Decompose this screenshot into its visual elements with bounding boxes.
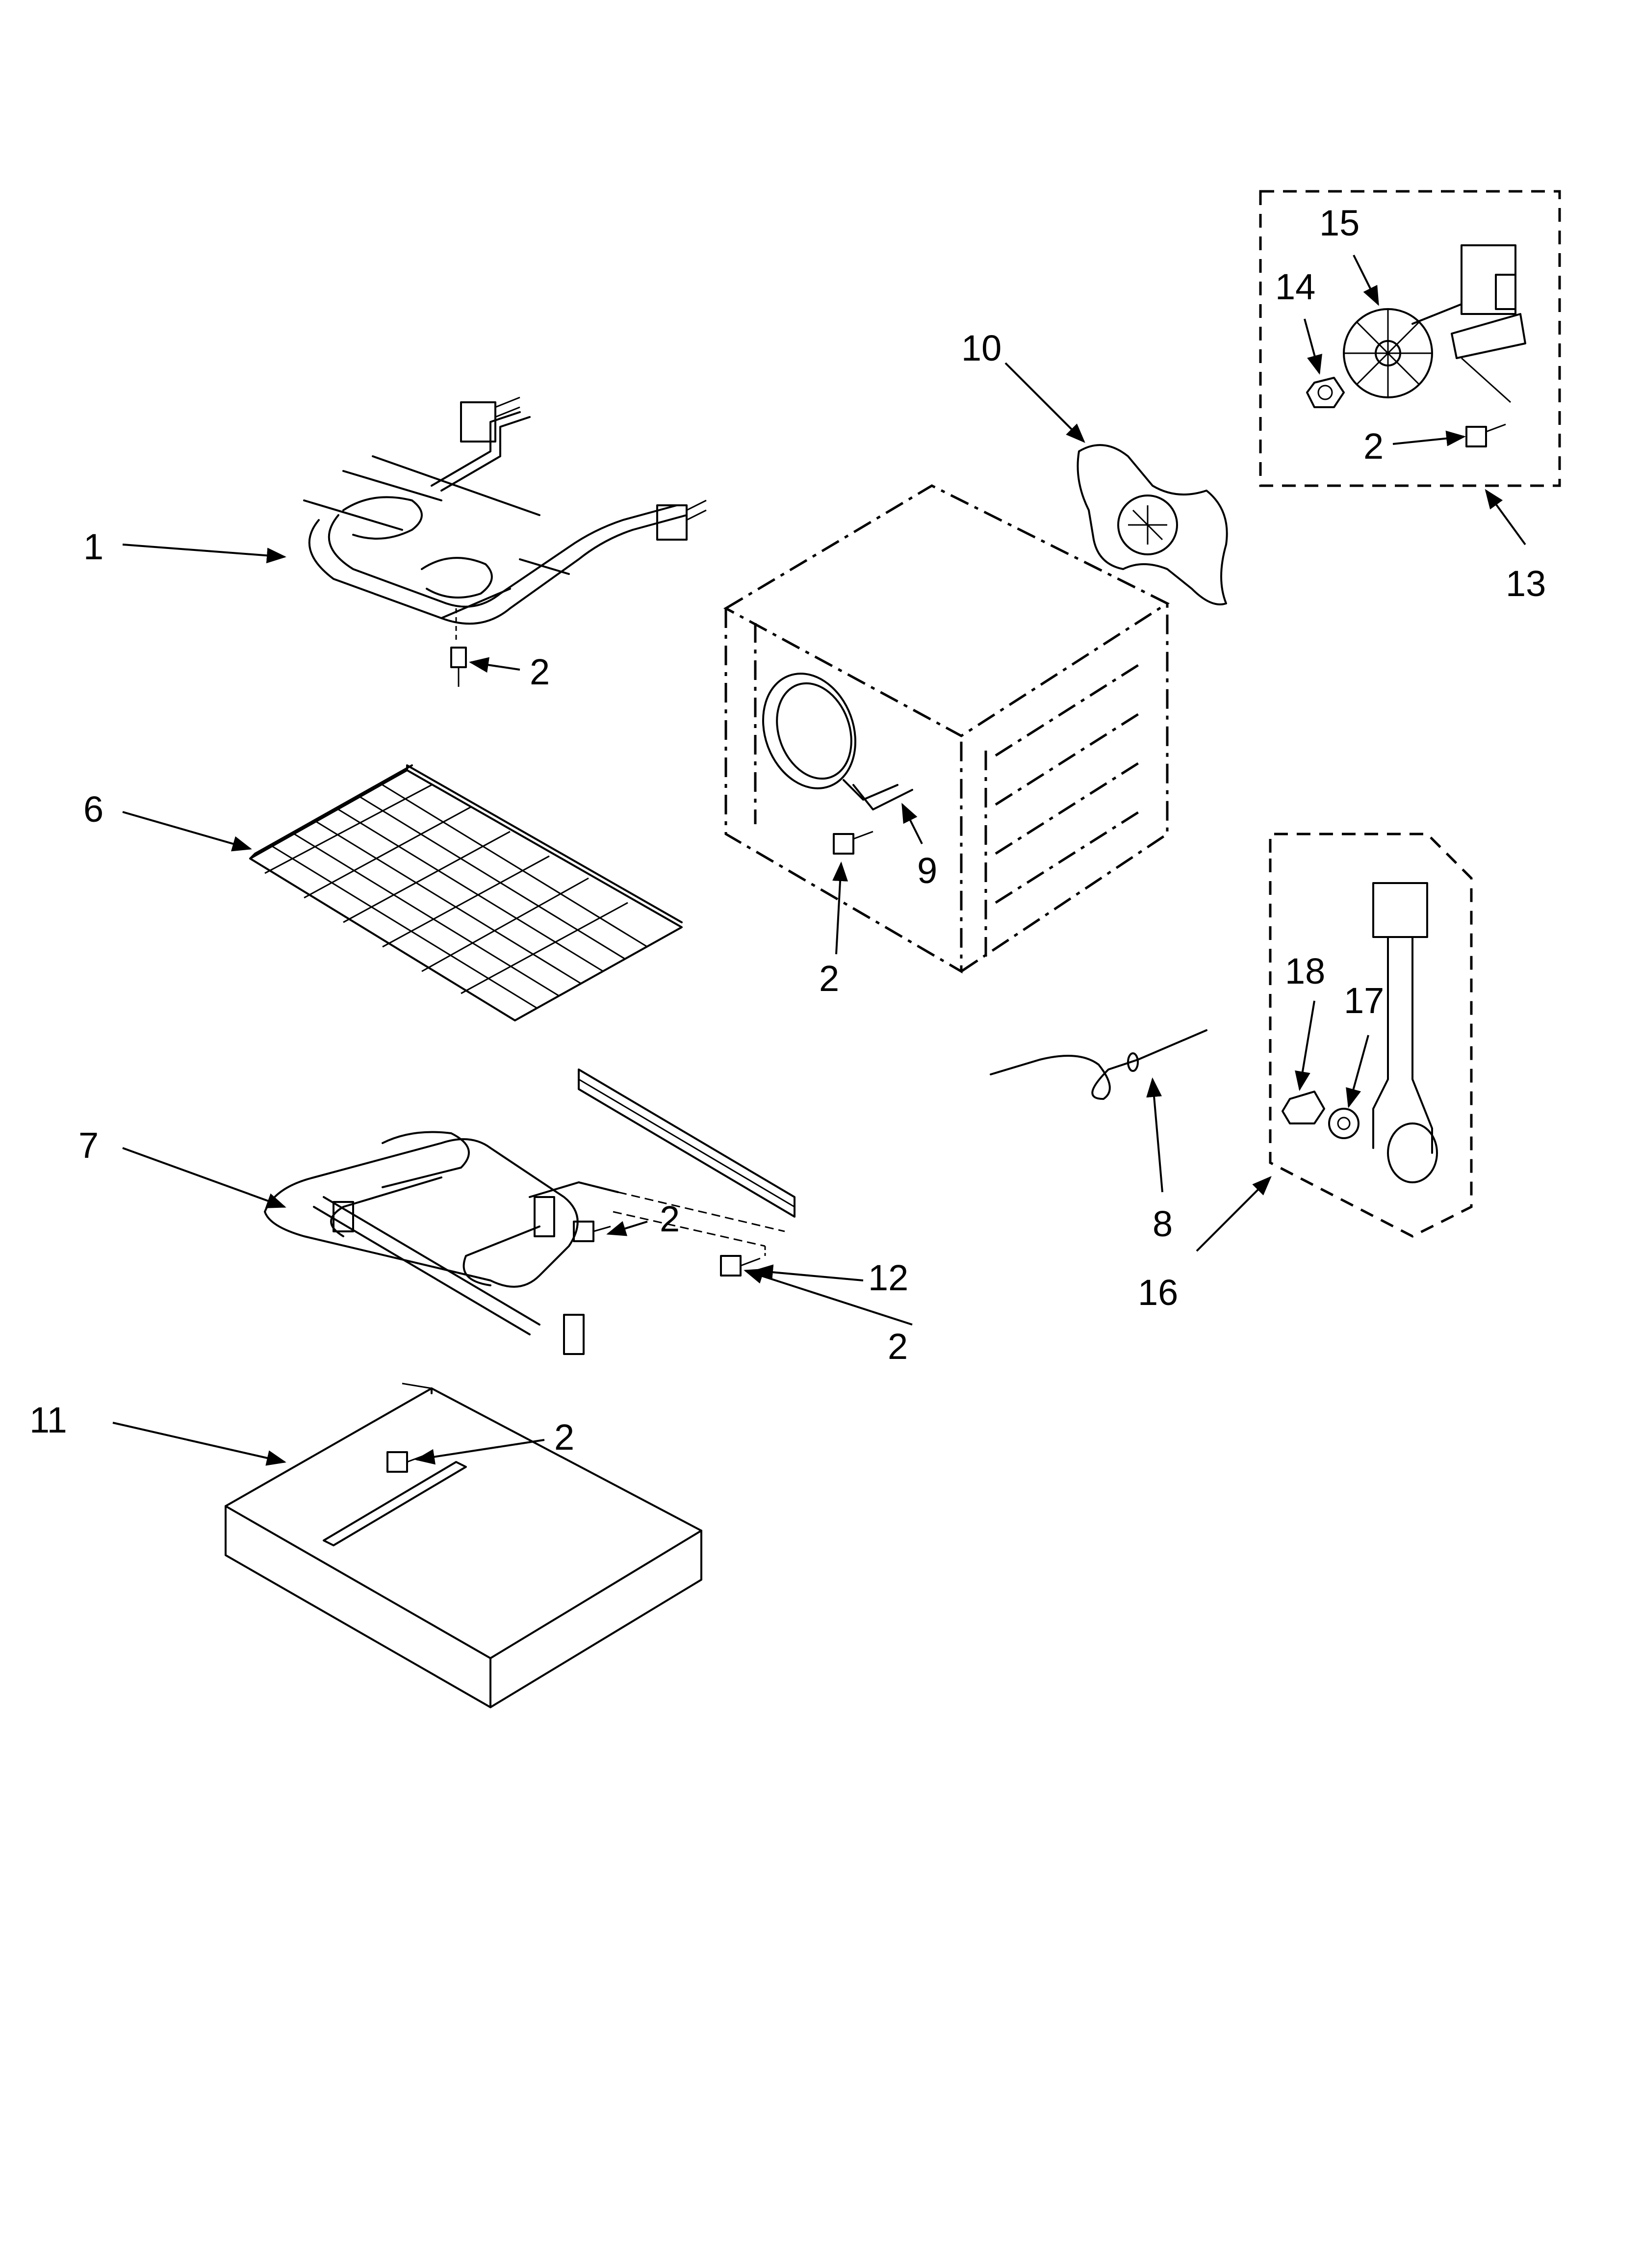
motor-assembly-box (1259, 190, 1561, 487)
callout-2-broil-screw: 2 (530, 652, 550, 692)
callout-2-pan-screw: 2 (554, 1417, 574, 1458)
callout-10: 10 (961, 328, 1001, 368)
callout-14: 14 (1275, 266, 1315, 307)
callout-13: 13 (1506, 563, 1546, 604)
fan-blade (1343, 308, 1433, 398)
callout-9: 9 (917, 850, 937, 891)
callout-6: 6 (83, 789, 103, 830)
nut-18 (1282, 1091, 1325, 1124)
washer-17 (1328, 1108, 1360, 1139)
latch-assembly-box (1269, 833, 1473, 1238)
callout-15: 15 (1319, 203, 1360, 243)
door-latch (1372, 882, 1438, 1183)
callout-2-motor-screw: 2 (1363, 426, 1384, 467)
callout-2-bracket-screw: 2 (660, 1199, 680, 1239)
oven-cavity (723, 484, 1170, 974)
screw-2f (1465, 423, 1506, 447)
screw-2d (386, 1451, 427, 1473)
callout-8: 8 (1153, 1203, 1173, 1244)
callout-18: 18 (1285, 951, 1325, 991)
callout-1: 1 (83, 526, 103, 567)
screw-2a (450, 647, 467, 687)
fan-baffle (1077, 444, 1228, 605)
callout-7: 7 (78, 1125, 99, 1166)
callout-labels: 1 2 6 10 9 2 7 2 12 2 11 2 15 14 2 13 18… (29, 203, 1546, 1458)
bottom-pan (225, 1382, 702, 1708)
callout-2-element-screw: 2 (888, 1326, 908, 1367)
meat-probe (990, 1029, 1207, 1100)
hex-nut-14 (1306, 377, 1345, 408)
screw-2c (720, 1255, 761, 1277)
broil-element (303, 396, 707, 643)
callout-11: 11 (29, 1400, 67, 1440)
element-bracket (578, 1069, 795, 1256)
convection-element (762, 673, 913, 810)
screw-2e (833, 831, 873, 855)
callout-17: 17 (1344, 980, 1384, 1021)
screw-2b (573, 1221, 611, 1242)
fan-motor (1411, 244, 1526, 403)
callout-2-cavity-screw: 2 (819, 958, 839, 999)
callout-12: 12 (868, 1257, 908, 1298)
bake-element (264, 1131, 619, 1355)
callout-16: 16 (1138, 1272, 1178, 1313)
leader-lines (112, 255, 1526, 1466)
oven-rack (249, 764, 683, 1021)
